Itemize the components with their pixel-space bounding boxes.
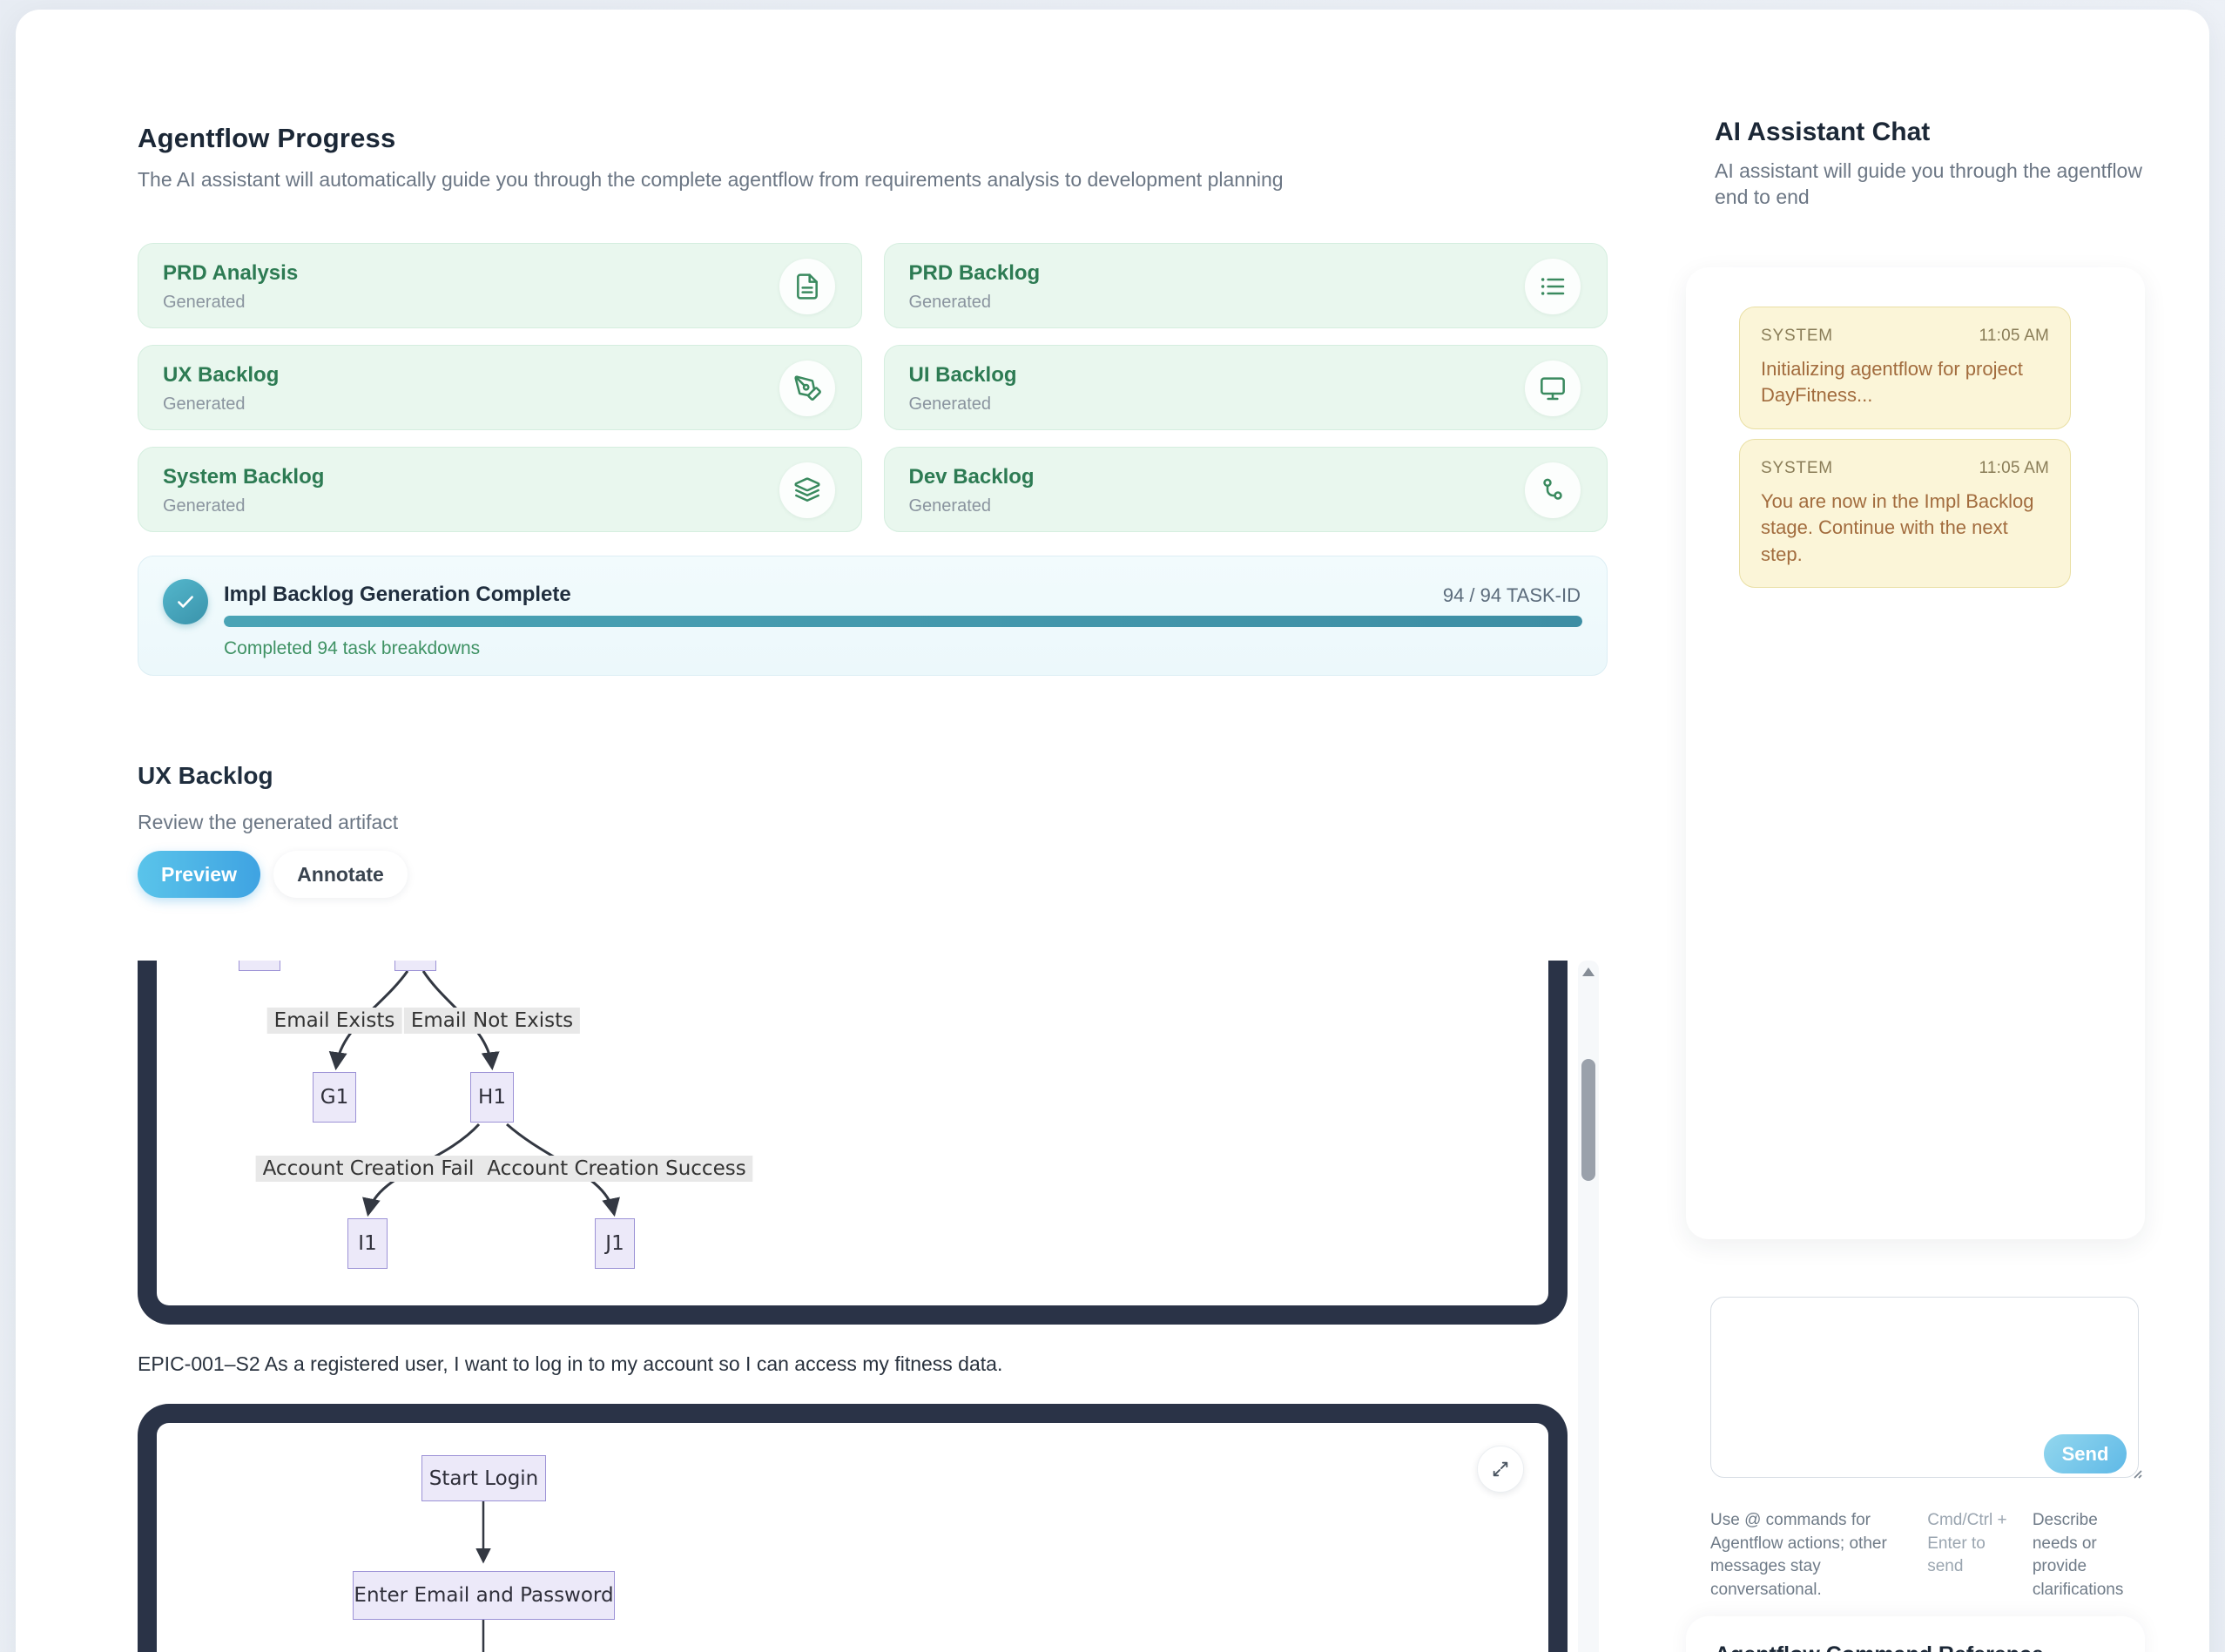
chat-message-system-2: SYSTEM 11:05 AM You are now in the Impl … [1739,439,2071,589]
message-time: 11:05 AM [1979,459,2049,477]
check-icon [163,579,208,624]
scroll-up-arrow-icon[interactable] [1582,968,1595,976]
stage-title: PRD Backlog [908,261,1041,285]
command-reference-title: Agentflow Command Reference [1715,1642,2044,1652]
chat-title: AI Assistant Chat [1715,118,1931,146]
stage-card-grid: PRD Analysis Generated PRD Backlog Gener… [138,243,1608,532]
stage-status: Generated [163,496,246,516]
flow-edge-label: Account Creation Fail [255,1156,482,1182]
progress-bar [224,616,1582,627]
expand-button[interactable] [1477,1446,1524,1493]
message-text: You are now in the Impl Backlog stage. C… [1761,490,2034,565]
flow-node-g1: G1 [313,1072,356,1123]
chat-message-list: SYSTEM 11:05 AM Initializing agentflow f… [1686,267,2145,1239]
stage-title: UI Backlog [908,363,1017,387]
expand-icon [1493,1461,1508,1477]
monitor-icon [1525,361,1581,416]
stage-status: Generated [908,293,992,312]
stage-status: Generated [163,293,246,312]
artifact-title: UX Backlog [138,762,273,789]
stage-card-dev-backlog: Dev Backlog Generated [883,447,1608,532]
route-icon [1525,462,1581,518]
flow-node-start-login: Start Login [421,1455,546,1501]
chat-input-container: Send [1710,1297,2142,1479]
flow-node-h1: H1 [470,1072,514,1123]
stage-status: Generated [908,394,992,414]
message-time: 11:05 AM [1979,327,2049,345]
resize-handle-icon[interactable] [2127,1464,2143,1484]
hint-shortcut: Cmd/Ctrl + Enter to send [1927,1511,2007,1576]
stage-card-ui-backlog: UI Backlog Generated [883,345,1608,430]
file-text-icon [779,259,835,314]
artifact-subtitle: Review the generated artifact [138,811,399,833]
stage-status: Generated [163,394,246,414]
stage-title: System Backlog [163,465,325,489]
stage-card-ux-backlog: UX Backlog Generated [138,345,862,430]
chat-hints: Use @ commands for Agentflow actions; ot… [1710,1509,2146,1601]
layers-icon [779,462,835,518]
message-text: Initializing agentflow for project DayFi… [1761,358,2023,407]
flow-node-enter-credentials: Enter Email and Password [353,1571,615,1620]
artifact-view-tabs: Preview Annotate [138,851,408,898]
chat-subtitle: AI assistant will guide you through the … [1715,159,2142,209]
chat-message-system-1: SYSTEM 11:05 AM Initializing agentflow f… [1739,307,2071,429]
stage-card-prd-analysis: PRD Analysis Generated [138,243,862,328]
message-sender: SYSTEM [1761,327,1833,345]
progress-bar-fill [224,616,1582,627]
stage-title: UX Backlog [163,363,280,387]
completion-banner: Impl Backlog Generation Complete 94 / 94… [138,556,1608,676]
message-sender: SYSTEM [1761,459,1833,477]
pen-tool-icon [779,361,835,416]
flowchart-2[interactable]: Start Login Enter Email and Password [157,1423,1548,1652]
stage-title: PRD Analysis [163,261,299,285]
flow-edge-label: Email Exists [266,1008,402,1034]
stage-title: Dev Backlog [908,465,1035,489]
flow-node-j1: J1 [595,1218,635,1269]
stage-status: Generated [908,496,992,516]
artifact-scrollbar-thumb[interactable] [1581,1059,1595,1181]
command-reference-card: Agentflow Command Reference [1686,1616,2145,1652]
artifact-scrollbar[interactable] [1578,961,1599,1652]
flowchart-2-edges [475,1501,491,1652]
flow-node-partial-2 [394,961,436,971]
completion-title: Impl Backlog Generation Complete [224,583,571,606]
hint-describe: Describe needs or provide clarifications [2032,1511,2124,1599]
flow-edge-label: Account Creation Success [480,1156,753,1182]
stage-card-system-backlog: System Backlog Generated [138,447,862,532]
tab-annotate[interactable]: Annotate [273,851,408,898]
page-subtitle: The AI assistant will automatically guid… [138,168,1284,191]
flowchart-frame-1: Email Exists Email Not Exists G1 H1 Acco… [138,961,1568,1325]
list-icon [1525,259,1581,314]
flowchart-1[interactable]: Email Exists Email Not Exists G1 H1 Acco… [157,961,1548,1305]
main-panel: Agentflow Progress The AI assistant will… [16,10,2209,1652]
stage-card-prd-backlog: PRD Backlog Generated [883,243,1608,328]
hint-commands: Use @ commands for Agentflow actions; ot… [1710,1511,1887,1599]
flowchart-frame-2: Start Login Enter Email and Password [138,1404,1568,1652]
flow-node-partial-1 [239,961,280,971]
completion-note: Completed 94 task breakdowns [224,638,481,658]
completion-counter: 94 / 94 TASK-ID [1442,584,1581,606]
story-text: EPIC-001–S2 As a registered user, I want… [138,1352,1003,1375]
flow-node-i1: I1 [347,1218,388,1269]
flow-edge-label: Email Not Exists [403,1008,581,1034]
tab-preview[interactable]: Preview [138,851,260,898]
send-button[interactable]: Send [2044,1434,2127,1473]
page-title: Agentflow Progress [138,123,396,153]
